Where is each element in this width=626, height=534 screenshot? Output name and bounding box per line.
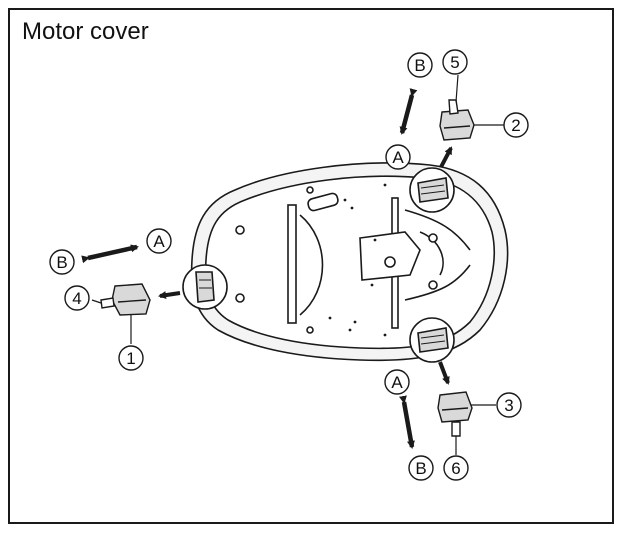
direction-arrow-left <box>81 244 139 264</box>
svg-text:B: B <box>414 56 425 75</box>
label-B-top: B <box>407 52 433 78</box>
magnifier-top <box>409 167 455 213</box>
direction-arrow-top <box>399 88 418 135</box>
magnifier-bottom <box>409 317 455 363</box>
label-1: 1 <box>118 345 144 371</box>
svg-text:B: B <box>56 253 67 272</box>
leader-lines <box>91 74 504 455</box>
svg-text:4: 4 <box>72 289 81 308</box>
label-B-left: B <box>49 249 75 275</box>
svg-text:2: 2 <box>511 116 520 135</box>
label-4: 4 <box>64 285 90 311</box>
clip-part-bottom <box>437 391 473 437</box>
svg-text:A: A <box>153 232 165 251</box>
label-A-left: A <box>146 228 172 254</box>
pointer-arrows <box>158 146 453 385</box>
svg-text:5: 5 <box>450 53 459 72</box>
svg-text:6: 6 <box>451 459 460 478</box>
label-B-bottom: B <box>408 455 434 481</box>
label-A-bottom: A <box>384 369 410 395</box>
svg-text:A: A <box>391 373 403 392</box>
svg-text:3: 3 <box>504 396 513 415</box>
label-2: 2 <box>503 112 529 138</box>
svg-text:1: 1 <box>126 349 135 368</box>
direction-arrow-bottom <box>399 395 415 449</box>
label-3: 3 <box>496 392 522 418</box>
svg-text:B: B <box>415 459 426 478</box>
body-holes <box>328 183 387 337</box>
label-5: 5 <box>442 49 468 75</box>
clip-part-top <box>439 99 475 141</box>
magnifier-left <box>182 264 228 310</box>
diagram-title: Motor cover <box>22 18 149 45</box>
label-A-top: A <box>385 144 411 170</box>
label-6: 6 <box>443 455 469 481</box>
clip-part-left <box>100 283 151 316</box>
svg-text:A: A <box>392 148 404 167</box>
